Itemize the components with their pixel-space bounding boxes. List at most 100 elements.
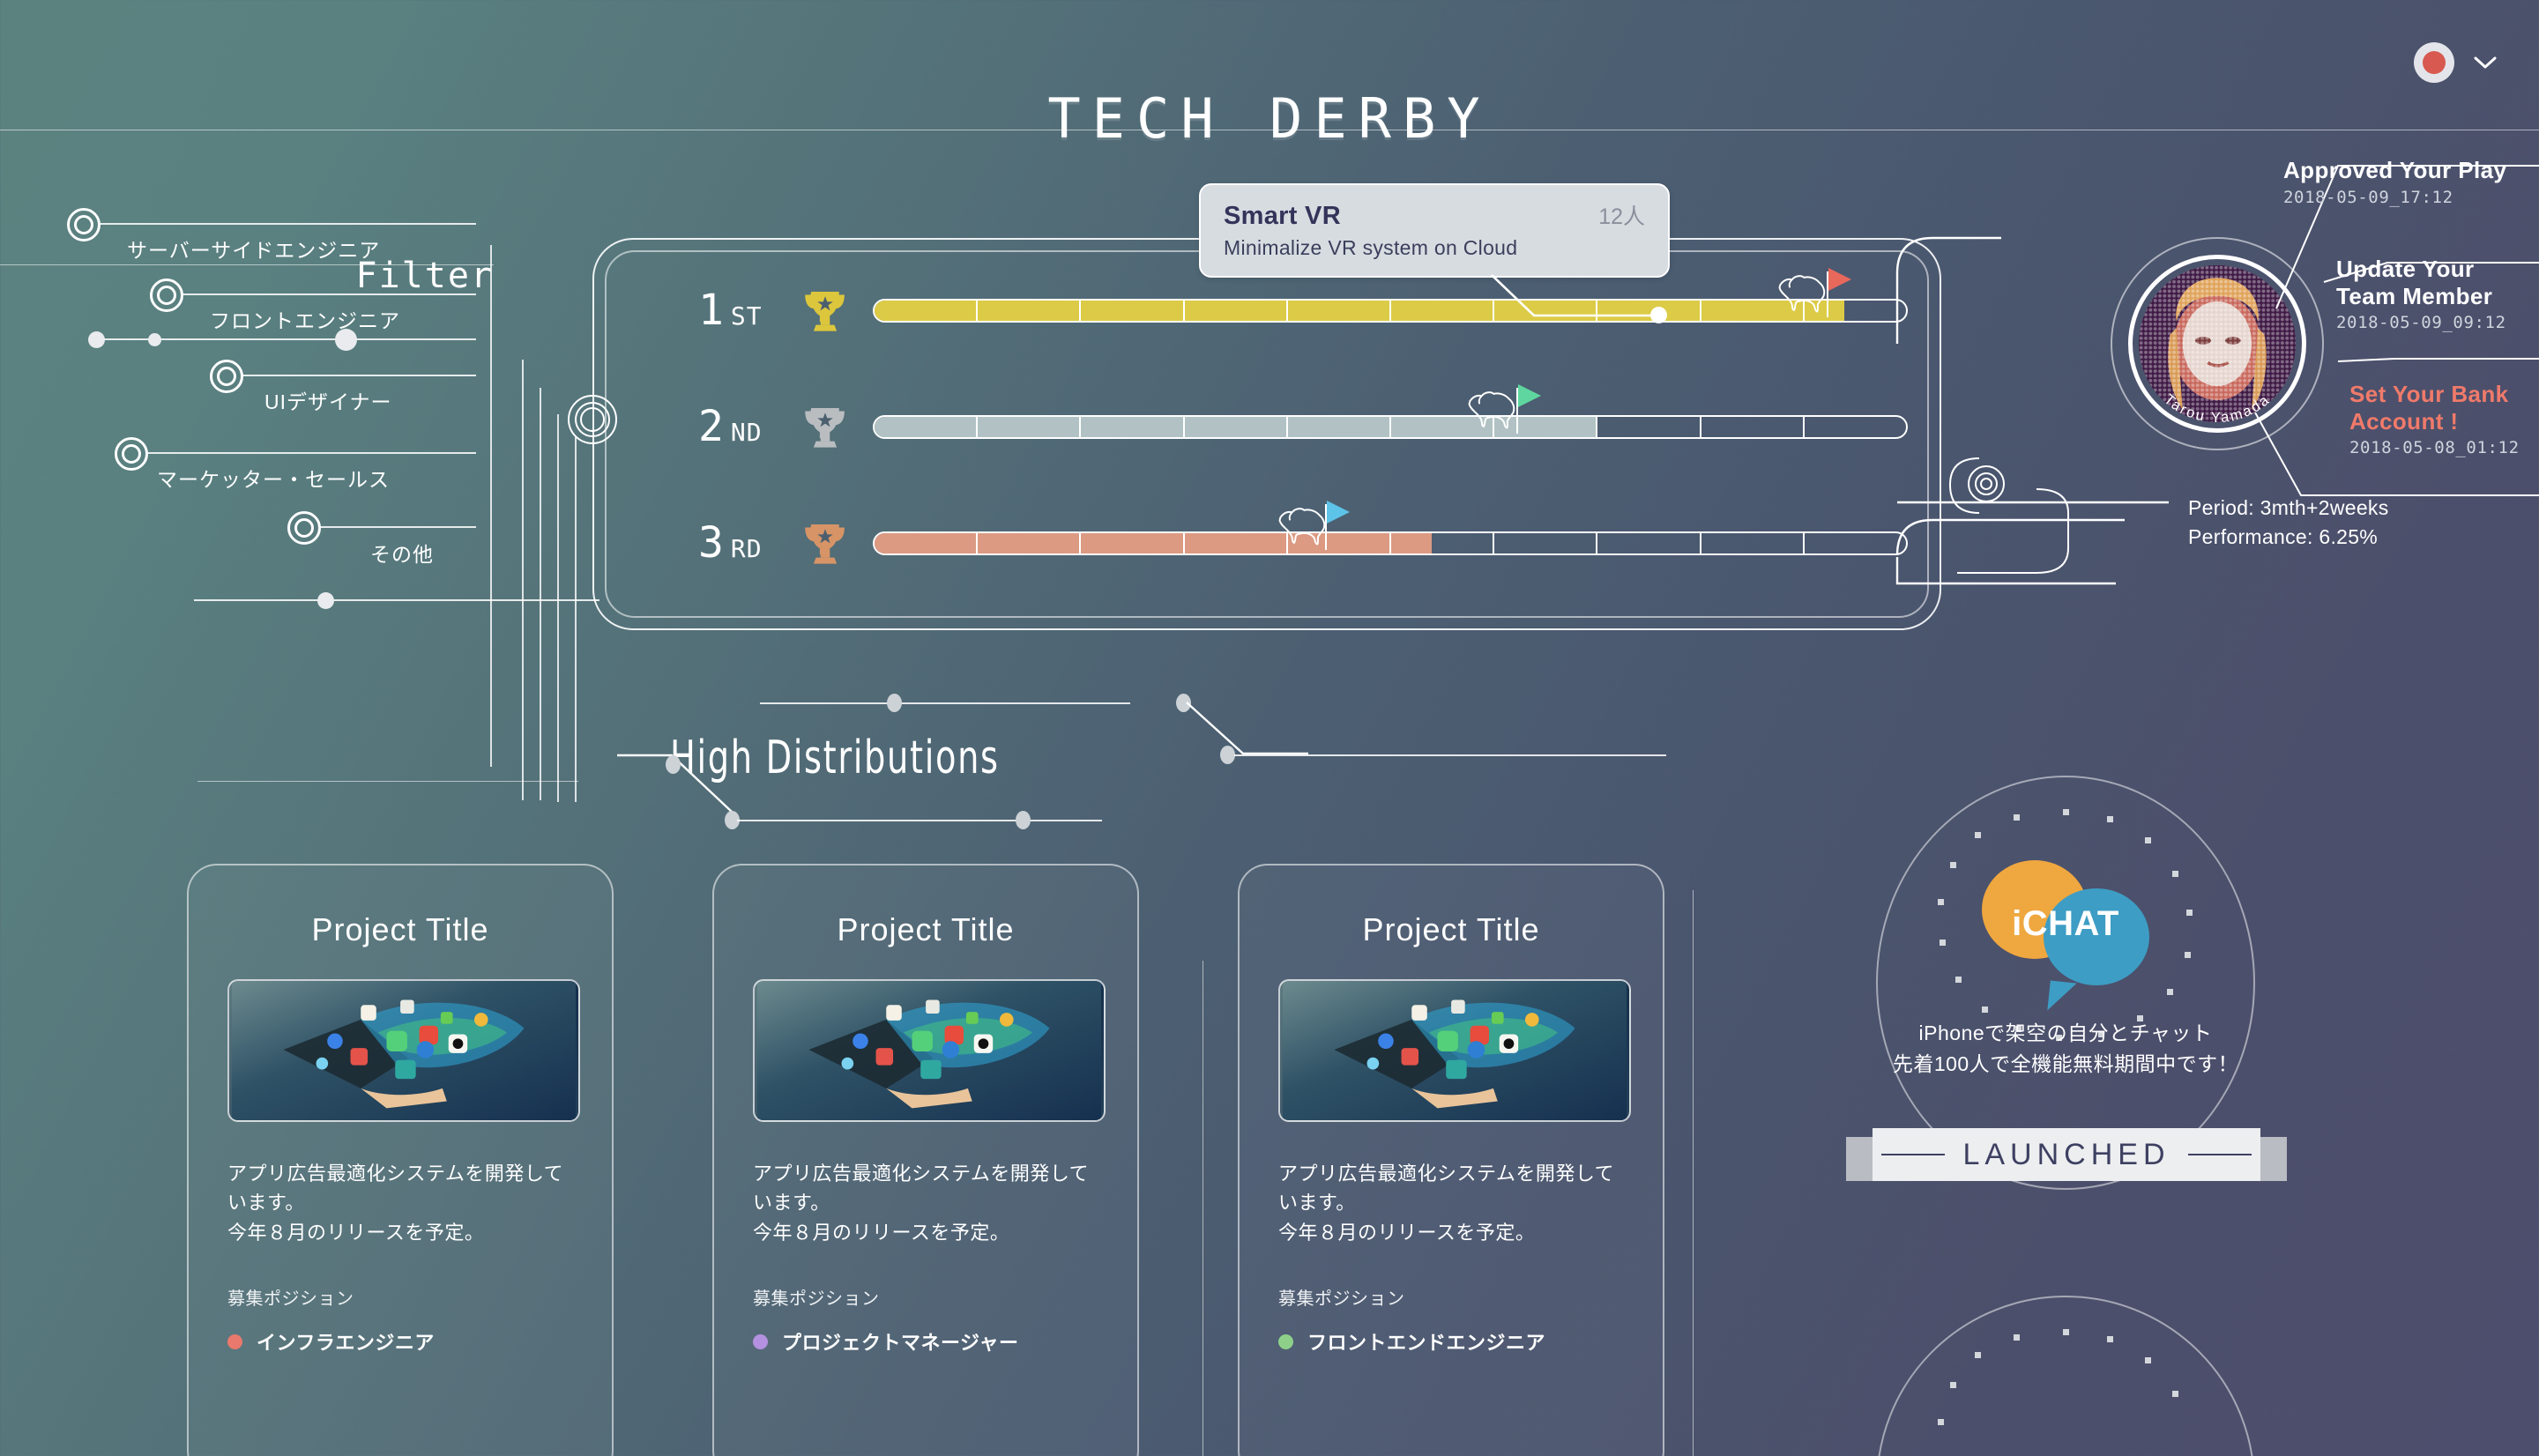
launched-ribbon: LAUNCHED	[1846, 1128, 2287, 1181]
filter-label-2: UIデザイナー	[264, 390, 392, 413]
account-menu-button[interactable]	[2414, 42, 2497, 83]
user-profile[interactable]: Tarou Yamada	[2111, 237, 2324, 450]
project-title-0: Project Title	[311, 911, 489, 947]
filter-line-4	[319, 526, 476, 528]
hd-line-top	[760, 702, 1130, 704]
filter-panel: Filter サーバーサイドエンジニア フロントエンジニア UIデザイナー	[0, 208, 617, 793]
hd-node-6	[1016, 811, 1031, 829]
circuit-base-line	[197, 781, 578, 782]
timeline-title-0: Approved Your Play	[2283, 157, 2507, 183]
rail-dot-1	[88, 331, 105, 348]
circuit-riser-4	[557, 414, 559, 802]
rank-label-0: 1 ST	[698, 286, 800, 335]
project-position-1[interactable]: プロジェクトマネージャー	[753, 1327, 1098, 1356]
rank-suffix-1: ND	[730, 418, 763, 447]
progress-ticks-1	[875, 416, 1906, 437]
profile-photo	[2139, 265, 2296, 422]
ichat-description: iPhoneで架空の自分とチャット 先着100人で全機能無料期間中です！	[1893, 1018, 2238, 1079]
rail-dot-3	[335, 329, 357, 351]
race-row-0[interactable]: 1 ST	[698, 268, 1908, 342]
race-row-2[interactable]: 3 RD	[698, 501, 1908, 575]
timeline-title-2: Set Your Bank Account !	[2349, 381, 2509, 435]
profile-performance: Performance: 6.25%	[2188, 524, 2379, 548]
horse-icon-2	[1278, 508, 1326, 546]
project-position-0[interactable]: インフラエンジニア	[227, 1327, 573, 1356]
horse-icon-0	[1778, 275, 1826, 313]
project-title-1: Project Title	[837, 911, 1015, 947]
project-card-0[interactable]: Project Title アプリ広告最適化システムを開発しています。 今年８月…	[187, 864, 614, 1456]
rank-number-2: 3	[698, 518, 725, 568]
project-tooltip[interactable]: Smart VR 12人 Minimalize VR system on Clo…	[1199, 183, 1670, 278]
rank-suffix-0: ST	[730, 301, 763, 331]
ichat-promo[interactable]: iCHAT iPhoneで架空の自分とチャット 先着100人で全機能無料期間中で…	[1846, 776, 2287, 1190]
ichat-desc-line-1: iPhoneで架空の自分とチャット	[1918, 1021, 2213, 1044]
finish-flag-0	[1828, 268, 1851, 291]
hd-line-bottom	[737, 820, 1102, 821]
position-name-1: プロジェクトマネージャー	[782, 1332, 1019, 1355]
project-card-1[interactable]: Project Title アプリ広告最適化システムを開発しています。 今年８月…	[712, 864, 1139, 1456]
profile-period: Period: 3mth+2weeks	[2188, 496, 2389, 519]
tooltip-title: Smart VR	[1224, 202, 1341, 230]
filter-radio-0[interactable]	[67, 208, 101, 241]
progress-bar-2	[873, 531, 1908, 555]
timeline-item-2[interactable]: Set Your Bank Account ! 2018-05-08_01:12	[2349, 381, 2520, 457]
card-separator-2	[1693, 890, 1694, 1456]
profile-outer-ring	[2111, 237, 2324, 450]
rail-dot-2	[148, 333, 161, 346]
filter-radio-4[interactable]	[287, 511, 321, 545]
timeline-item-1[interactable]: Update Your Team Member 2018-05-09_09:12	[2336, 256, 2506, 332]
filter-label-3: マーケッター・セールス	[157, 468, 390, 491]
ichat-promo-next[interactable]	[1876, 1296, 2255, 1456]
progress-bar-0	[873, 298, 1908, 323]
project-position-2[interactable]: フロントエンドエンジニア	[1278, 1327, 1624, 1356]
chevron-down-icon[interactable]	[2474, 56, 2497, 69]
project-positions-label-2: 募集ポジション	[1278, 1289, 1405, 1310]
circuit-riser-1	[490, 245, 492, 767]
ichat-logo-text: iCHAT	[2012, 904, 2119, 943]
timeline-time-0: 2018-05-09_17:12	[2283, 187, 2453, 207]
hd-node-3	[1220, 746, 1235, 764]
ichat-outer-oval	[1876, 776, 2255, 1190]
gold-trophy-icon	[805, 292, 845, 331]
avatar	[2414, 42, 2454, 83]
hd-line-right	[1234, 754, 1666, 756]
filter-line-1	[182, 293, 476, 295]
bronze-trophy-icon	[805, 524, 845, 564]
ribbon-body: LAUNCHED	[1873, 1128, 2260, 1181]
circuit-riser-3	[540, 388, 541, 800]
tooltip-member-count: 12人	[1598, 204, 1645, 229]
finish-flag-pole-2	[1324, 504, 1327, 550]
race-panel: 1 ST 2 ND	[568, 238, 1941, 630]
filter-heading: Filter	[355, 256, 494, 296]
filter-radio-1[interactable]	[150, 279, 183, 312]
timeline-leader-lines	[2254, 165, 2539, 496]
filter-label-0: サーバーサイドエンジニア	[127, 239, 381, 262]
tooltip-anchor-dot	[1650, 307, 1667, 323]
profile-connector-circuit	[1895, 236, 2169, 585]
filter-radio-3[interactable]	[115, 437, 148, 471]
hd-node-1	[887, 694, 902, 712]
filter-rail-top	[95, 338, 476, 340]
card-separator-1	[1202, 961, 1203, 1456]
tooltip-header: Smart VR 12人	[1224, 199, 1645, 231]
ribbon-rule-right	[2187, 1154, 2252, 1155]
progress-ticks-0	[875, 300, 1906, 321]
hd-node-2	[1176, 694, 1191, 712]
timeline-time-1: 2018-05-09_09:12	[2336, 313, 2506, 333]
position-color-dot-2	[1278, 1333, 1293, 1349]
filter-radio-2[interactable]	[210, 360, 243, 393]
race-row-1[interactable]: 2 ND	[698, 384, 1908, 458]
ichat-next-outer-oval	[1876, 1296, 2255, 1456]
timeline-item-0[interactable]: Approved Your Play 2018-05-09_17:12	[2283, 157, 2506, 207]
ribbon-label: LAUNCHED	[1962, 1137, 2170, 1171]
filter-line-2	[242, 375, 476, 376]
ichat-desc-line-2: 先着100人で全機能無料期間中です！	[1892, 1051, 2239, 1075]
project-positions-label-1: 募集ポジション	[753, 1289, 880, 1310]
ribbon-tail-right	[2255, 1137, 2287, 1181]
filter-label-4: その他	[370, 543, 434, 566]
project-card-2[interactable]: Project Title アプリ広告最適化システムを開発しています。 今年８月…	[1238, 864, 1664, 1456]
filter-rail-bottom	[194, 599, 599, 601]
race-panel-port-left	[568, 395, 617, 444]
project-thumbnail-1	[753, 979, 1106, 1122]
